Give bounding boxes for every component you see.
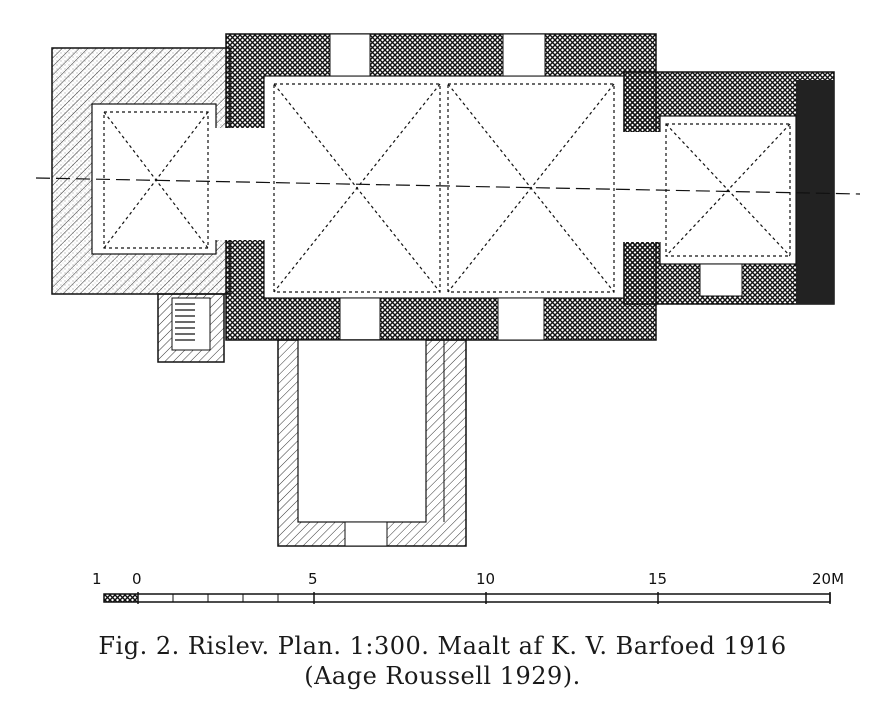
nave-walls: [214, 33, 657, 341]
scale-label-0: 0: [132, 570, 142, 588]
figure-credit: (Aage Roussell 1929).: [304, 662, 581, 690]
vault-nave-2: [447, 83, 615, 293]
stair-turret: [157, 293, 225, 363]
scale-label-5: 5: [308, 570, 318, 588]
west-section: [51, 47, 231, 295]
scale-label-10: 10: [476, 570, 495, 588]
scale-bar: 1 0 5 10 15 20M: [92, 570, 844, 604]
scale-label-15: 15: [648, 570, 667, 588]
chancel-walls: [620, 71, 835, 305]
scale-label-20m: 20M: [812, 570, 844, 588]
vault-nave-1: [273, 83, 441, 293]
figure-caption: Fig. 2. Rislev. Plan. 1:300. Maalt af K.…: [98, 632, 787, 660]
south-porch: [277, 339, 467, 547]
central-axis: [35, 177, 861, 195]
scale-label-1: 1: [92, 570, 102, 588]
